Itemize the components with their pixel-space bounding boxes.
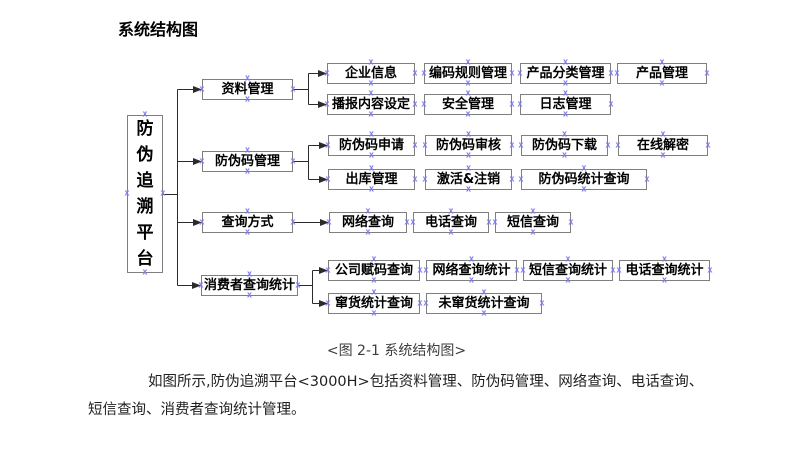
diagram-group-box: 消费者查询统计 xyxy=(201,275,298,296)
diagram-item-box: 编码规则管理 xyxy=(424,63,512,84)
diagram-item-box: 未窜货统计查询 xyxy=(426,293,542,314)
diagram-item-box: 短信查询统计 xyxy=(523,260,613,281)
diagram-root-char: 伪 xyxy=(136,145,154,165)
diagram-item-box: 防伪码统计查询 xyxy=(521,169,647,190)
diagram-item-box: 企业信息 xyxy=(327,63,415,84)
diagram-root-char: 防 xyxy=(136,119,154,139)
body-text-line-2: 短信查询、消费者查询统计管理。 xyxy=(88,402,306,418)
diagram-root-char: 平 xyxy=(136,223,154,243)
diagram-root-box: 防伪追溯平台 xyxy=(127,115,163,273)
diagram-item-box: 短信查询 xyxy=(495,212,571,233)
diagram-item-box: 日志管理 xyxy=(520,94,611,115)
diagram-item-box: 网络查询统计 xyxy=(426,260,517,281)
diagram-root-char: 追 xyxy=(136,171,154,191)
diagram-root-char: 溯 xyxy=(136,197,154,217)
diagram-root-char: 台 xyxy=(136,249,154,269)
diagram-item-box: 防伪码申请 xyxy=(328,135,415,156)
diagram-item-box: 防伪码审核 xyxy=(425,135,512,156)
diagram-item-box: 防伪码下载 xyxy=(521,135,608,156)
body-text-line-1: 如图所示,防伪追溯平台<3000H>包括资料管理、防伪码管理、网络查询、电话查询… xyxy=(148,374,704,390)
diagram-group-box: 查询方式 xyxy=(202,212,293,233)
diagram-group-box: 防伪码管理 xyxy=(202,151,293,172)
diagram-item-box: 在线解密 xyxy=(618,135,708,156)
diagram-item-box: 安全管理 xyxy=(424,94,512,115)
diagram-item-box: 激活&注销 xyxy=(425,169,512,190)
diagram-item-box: 电话查询 xyxy=(413,212,489,233)
diagram-item-box: 公司赋码查询 xyxy=(328,260,420,281)
diagram-item-box: 网络查询 xyxy=(329,212,407,233)
diagram-item-box: 产品管理 xyxy=(617,63,707,84)
diagram-group-box: 资料管理 xyxy=(202,79,293,100)
figure-caption: <图 2-1 系统结构图> xyxy=(326,343,467,359)
diagram-item-box: 播报内容设定 xyxy=(327,94,415,115)
doc-heading: 系统结构图 xyxy=(118,20,199,39)
diagram-item-box: 产品分类管理 xyxy=(520,63,611,84)
diagram-item-box: 窜货统计查询 xyxy=(328,293,420,314)
diagram-item-box: 电话查询统计 xyxy=(619,260,710,281)
diagram-item-box: 出库管理 xyxy=(328,169,415,190)
